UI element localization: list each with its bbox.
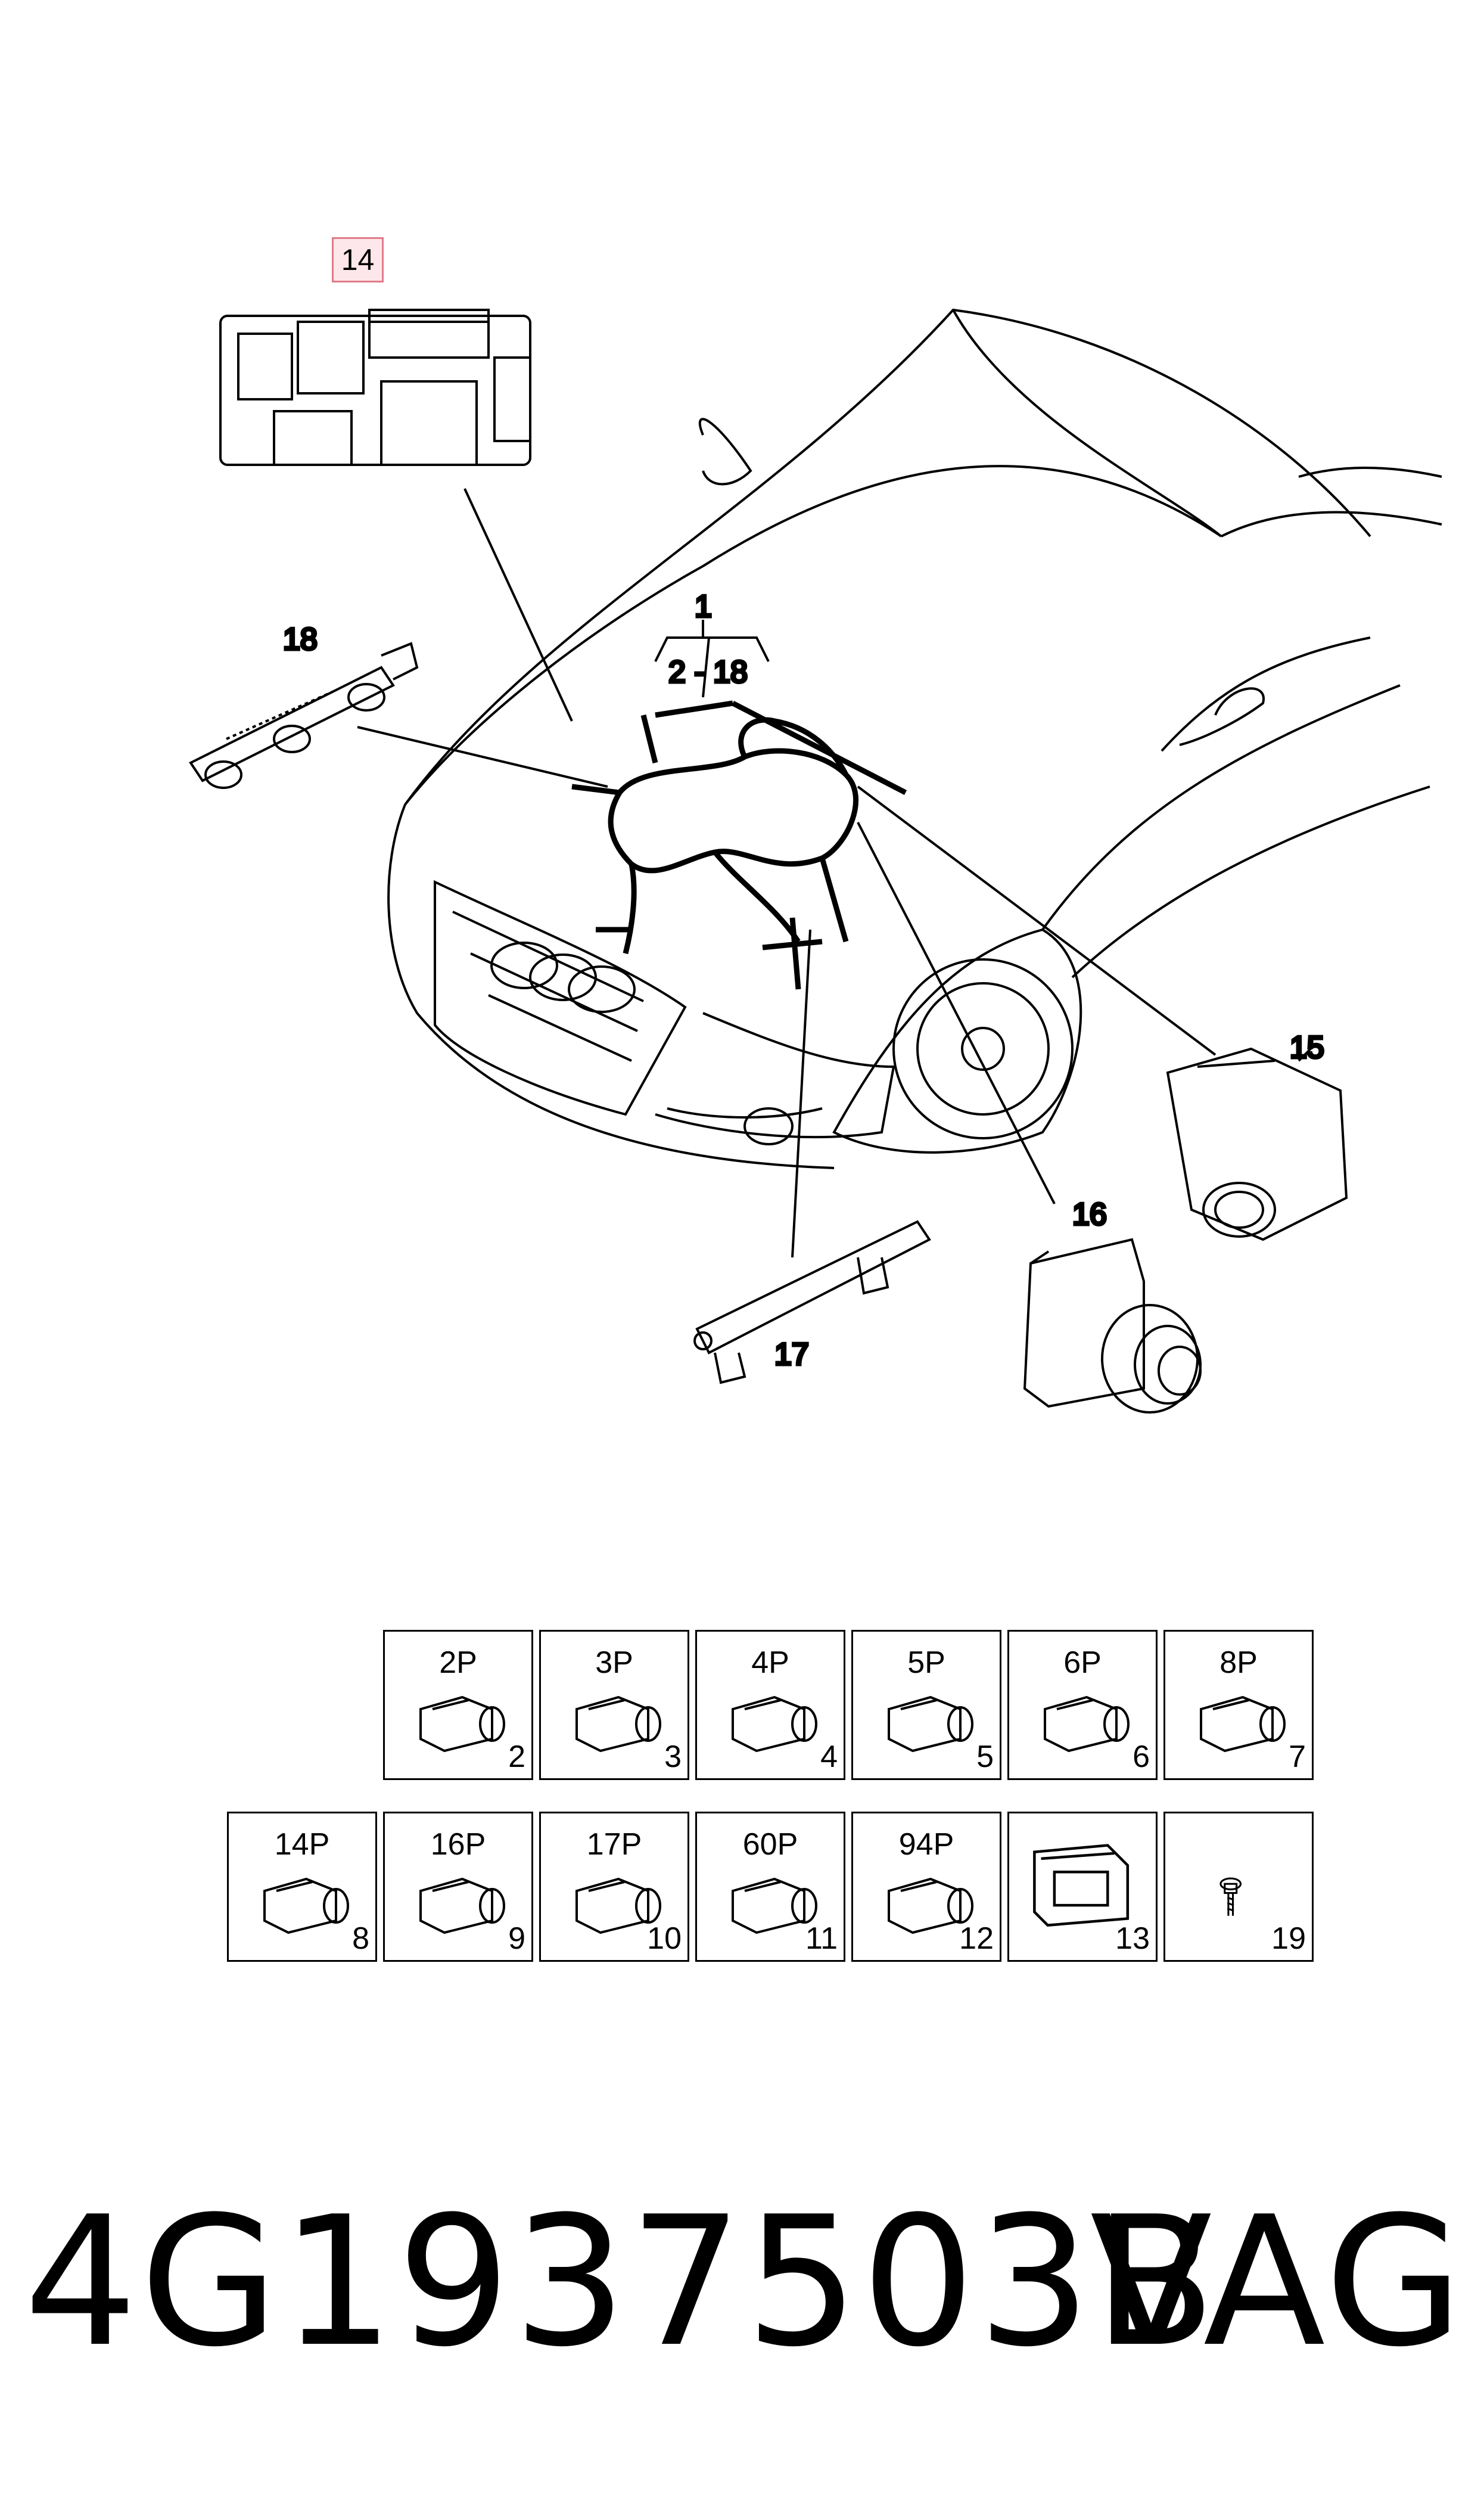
harness-17 (693, 1220, 931, 1384)
connector-cell-11: 60P 11 (695, 1812, 845, 1962)
item-number: 8 (352, 1921, 369, 1956)
connector-cell-7: 8P 7 (1163, 1630, 1314, 1780)
item-number: 13 (1115, 1921, 1150, 1956)
item-number: 4 (820, 1740, 838, 1774)
callout-15: 15 (1290, 1030, 1324, 1065)
callout-14-highlight: 14 (332, 237, 384, 282)
pin-count: 8P (1219, 1645, 1258, 1680)
car-illustration: 1 2 - 18 15 16 17 18 (189, 308, 1442, 1414)
brand-label: VAG (1090, 2178, 1466, 2386)
leader-lines (357, 488, 1217, 1258)
connector-cell-5: 5P 5 (851, 1630, 1001, 1780)
pin-count: 14P (274, 1827, 330, 1862)
plug-icon (888, 1877, 973, 1934)
plug-icon (1200, 1695, 1286, 1753)
plug-icon (732, 1877, 817, 1934)
connector-cell-2: 2P 2 (383, 1630, 533, 1780)
connector-15 (1166, 1047, 1348, 1241)
car-outline (387, 308, 1442, 1169)
item-number: 12 (959, 1921, 994, 1956)
relay-box-icon (1033, 1844, 1130, 1927)
callout-17: 17 (774, 1337, 809, 1372)
connector-cell-19: 19 (1163, 1812, 1314, 1962)
plug-icon (1044, 1695, 1130, 1753)
part-number: 4G1937503B (24, 2178, 1219, 2386)
plug-icon (419, 1877, 505, 1934)
pin-count: 2P (439, 1645, 477, 1680)
plug-icon (575, 1695, 661, 1753)
wiring-harness (571, 700, 907, 990)
connector-cell-4: 4P 4 (695, 1630, 845, 1780)
fuse-relay-box (219, 309, 531, 466)
connector-cell-13: 13 (1007, 1812, 1158, 1962)
plug-icon (263, 1877, 349, 1934)
pin-count: 60P (742, 1827, 798, 1862)
pin-count: 6P (1063, 1645, 1102, 1680)
plug-icon (888, 1695, 973, 1753)
plug-icon (419, 1695, 505, 1753)
harness-18 (189, 642, 419, 789)
callout-18: 18 (283, 622, 318, 657)
callout-14: 14 (341, 243, 375, 277)
pin-count: 5P (907, 1645, 945, 1680)
item-number: 2 (508, 1740, 525, 1774)
plug-icon (575, 1877, 661, 1934)
item-number: 11 (805, 1921, 838, 1956)
plug-icon (732, 1695, 817, 1753)
item-number: 5 (976, 1740, 994, 1774)
connector-cell-9: 16P 9 (383, 1812, 533, 1962)
connector-cell-6: 6P 6 (1007, 1630, 1158, 1780)
item-number: 3 (664, 1740, 682, 1774)
screw-icon (1219, 1877, 1242, 1916)
callout-2-18: 2 - 18 (668, 655, 748, 689)
item-number: 9 (508, 1921, 525, 1956)
callout-16: 16 (1072, 1197, 1107, 1232)
pin-count: 17P (586, 1827, 642, 1862)
connector-cell-10: 17P 10 (539, 1812, 689, 1962)
pin-count: 94P (898, 1827, 954, 1862)
pin-count: 4P (751, 1645, 789, 1680)
pin-count: 3P (595, 1645, 633, 1680)
footer: 4G1937503B VAG (24, 2193, 1466, 2408)
connector-cell-12: 94P 12 (851, 1812, 1001, 1962)
connector-16 (1023, 1238, 1202, 1414)
item-number: 10 (647, 1921, 682, 1956)
callout-1: 1 (695, 589, 712, 624)
pin-count: 16P (430, 1827, 486, 1862)
item-number: 7 (1289, 1740, 1306, 1774)
item-number: 6 (1133, 1740, 1150, 1774)
connector-cell-8: 14P 8 (227, 1812, 377, 1962)
item-number: 19 (1271, 1921, 1306, 1956)
connector-cell-3: 3P 3 (539, 1630, 689, 1780)
